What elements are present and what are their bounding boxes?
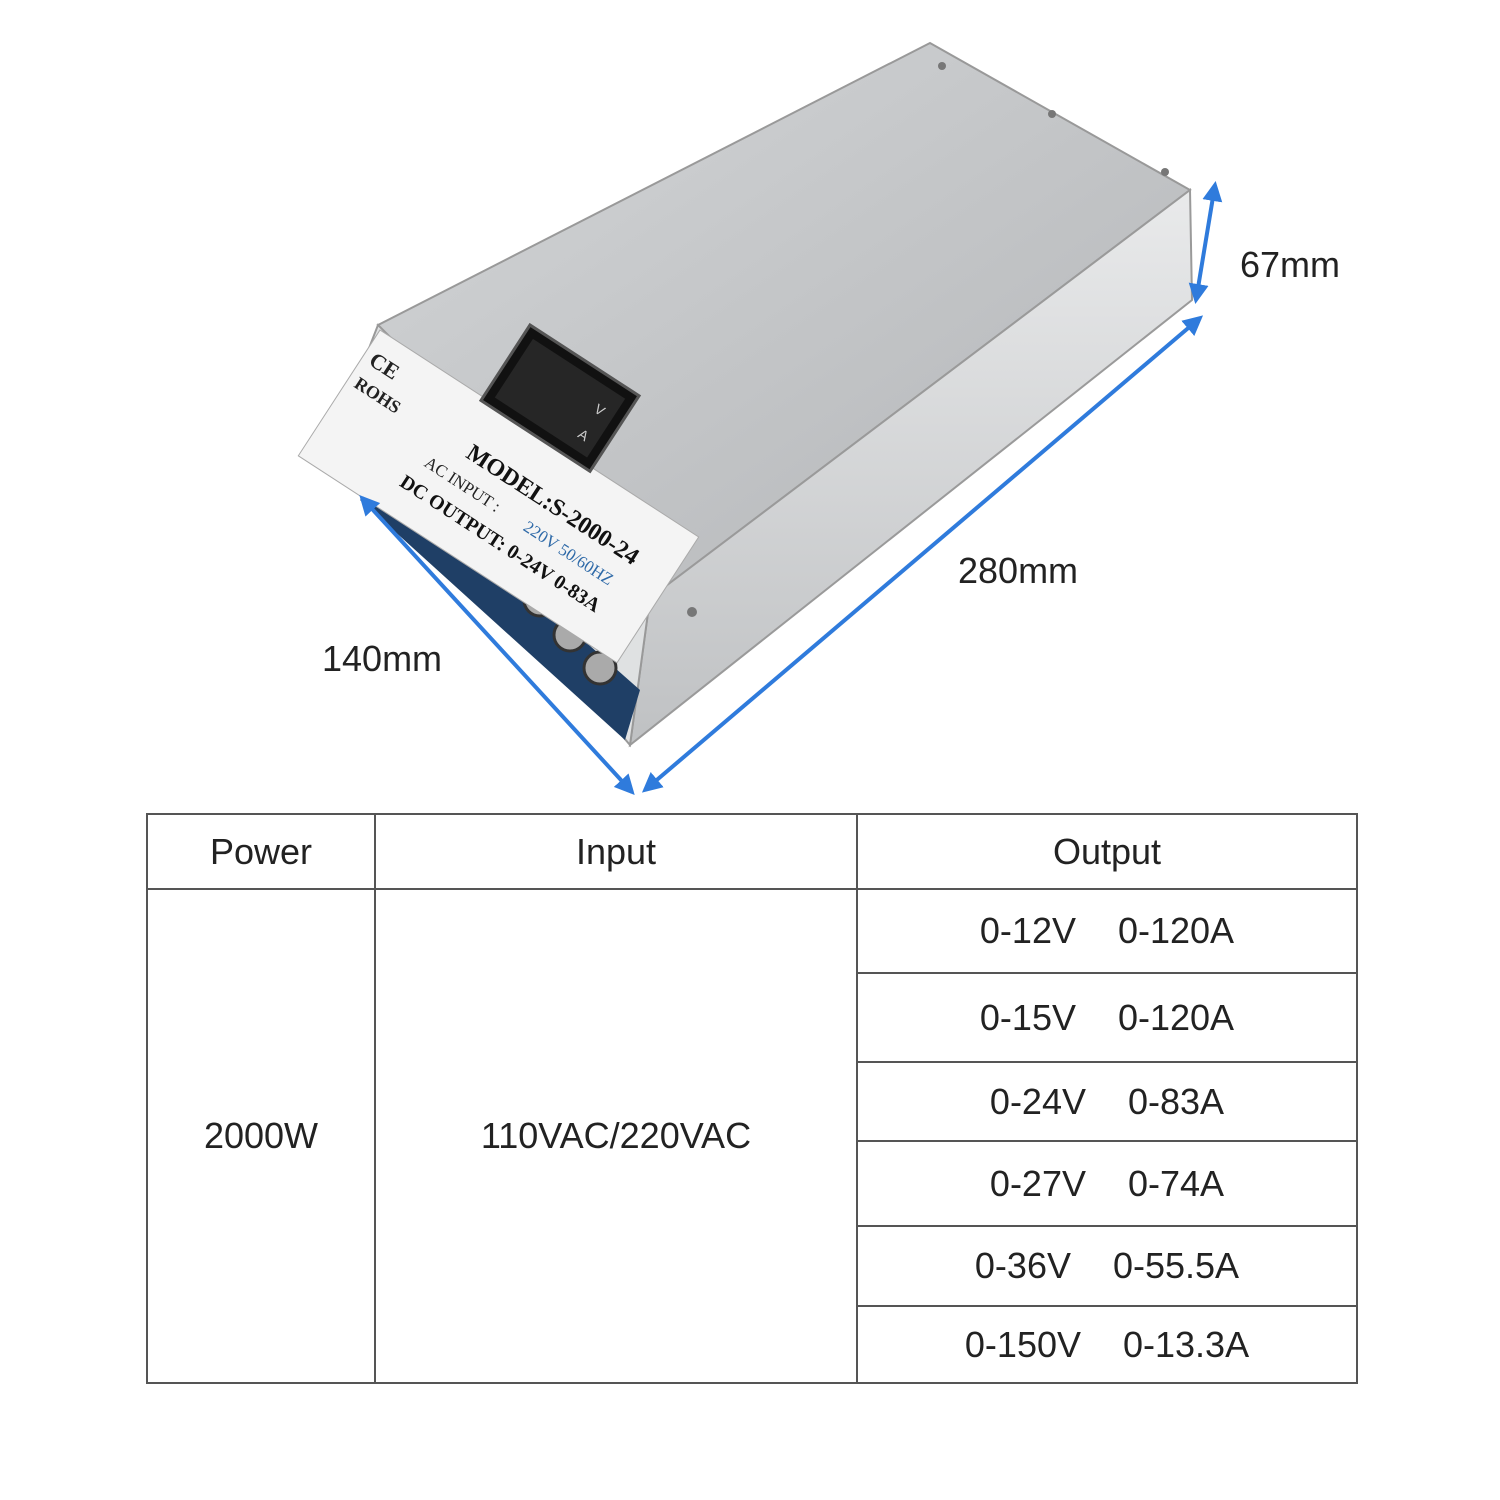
header-output: Output [1052, 830, 1162, 872]
output-row: 0-24V 0-83A [858, 1063, 1356, 1140]
output-row: 0-15V 0-120A [858, 974, 1356, 1061]
table-divider [856, 1061, 1356, 1063]
output-row: 0-12V 0-120A [858, 890, 1356, 972]
table-divider [856, 972, 1356, 974]
output-voltage: 0-15V [979, 996, 1076, 1038]
output-current: 0-55.5A [1112, 1245, 1240, 1286]
header-input: Input [575, 830, 657, 872]
output-current: 0-120A [1117, 996, 1235, 1038]
length-arrow [641, 315, 1204, 793]
output-voltage: 0-36V [974, 1245, 1071, 1286]
height-dimension-label: 67mm [1240, 244, 1341, 285]
length-dimension-label: 280mm [958, 550, 1079, 591]
output-current: 0-74A [1128, 1162, 1225, 1204]
output-voltage: 0-12V [979, 910, 1076, 951]
output-current: 0-13.3A [1123, 1323, 1250, 1365]
product-image: CE ROHS MODEL:S-2000-24 AC INPUT : 220V … [297, 41, 1223, 795]
height-arrow [1188, 181, 1223, 304]
table-divider [856, 1305, 1356, 1307]
table-divider [856, 815, 858, 1382]
output-voltage: 0-27V [989, 1162, 1086, 1204]
output-current: 0-83A [1128, 1080, 1225, 1122]
output-voltage: 0-24V [989, 1080, 1086, 1122]
width-dimension-label: 140mm [322, 638, 443, 679]
width-arrow [359, 495, 635, 795]
table-divider [856, 1225, 1356, 1227]
table-divider [374, 815, 376, 1382]
table-divider [148, 888, 1356, 890]
output-voltage: 0-150V [964, 1323, 1081, 1365]
spec-table: Power Input Output 2000W 110VAC/220VAC 0… [146, 813, 1358, 1384]
output-row: 0-36V 0-55.5A [858, 1227, 1356, 1305]
input-value: 110VAC/220VAC [480, 1115, 752, 1156]
table-divider [856, 1140, 1356, 1142]
output-row: 0-27V 0-74A [858, 1142, 1356, 1225]
header-power: Power [209, 830, 313, 872]
output-current: 0-120A [1117, 910, 1235, 951]
digital-meter: V A [478, 322, 642, 474]
output-row: 0-150V 0-13.3A [858, 1307, 1356, 1382]
power-value: 2000W [203, 1115, 319, 1156]
